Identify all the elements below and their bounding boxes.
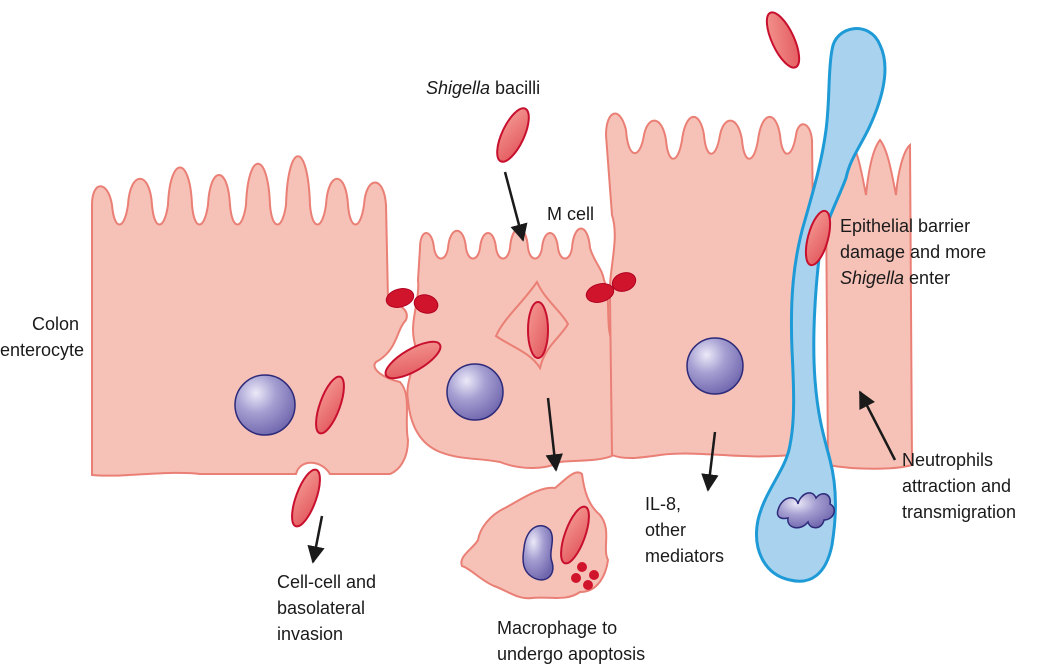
bacillus-in-vacuole bbox=[527, 301, 549, 359]
label-macrophage: Macrophage to undergo apoptosis bbox=[497, 618, 645, 664]
arrow-il8 bbox=[701, 431, 719, 492]
bacilli bbox=[291, 11, 832, 565]
bacillus-enterocyte bbox=[315, 375, 345, 435]
arrows bbox=[307, 171, 897, 564]
label-shigella-bacilli: Shigella bacilli bbox=[426, 78, 540, 98]
bacillus-basolateral-left bbox=[384, 340, 442, 380]
arrow-to-macrophage bbox=[545, 397, 563, 472]
apoptotic-bodies bbox=[571, 562, 599, 590]
junction-bacteria bbox=[385, 272, 637, 314]
colon-enterocyte-nucleus bbox=[234, 374, 296, 436]
blood-vessel bbox=[755, 27, 887, 583]
bacillus-incoming bbox=[496, 107, 530, 163]
bacillus-exiting bbox=[291, 468, 321, 528]
m-cell-nucleus bbox=[446, 363, 504, 421]
label-m-cell: M cell bbox=[547, 204, 594, 224]
macrophage-nucleus bbox=[522, 525, 554, 581]
third-enterocyte bbox=[604, 112, 816, 459]
label-epithelial-damage: Epithelial barrier damage and more Shige… bbox=[840, 216, 991, 288]
bacillus-barrier bbox=[804, 209, 832, 267]
bacillus-macrophage bbox=[560, 505, 590, 565]
label-cell-cell-invasion: Cell-cell and basolateral invasion bbox=[277, 572, 381, 644]
label-neutrophils: Neutrophils attraction and transmigratio… bbox=[902, 450, 1016, 522]
label-colon-enterocyte: Colon enterocyte bbox=[0, 314, 84, 360]
arrow-invasion bbox=[307, 515, 325, 564]
arrow-entry bbox=[503, 171, 528, 242]
bacillus-top-right bbox=[765, 11, 801, 69]
third-enterocyte-nucleus bbox=[686, 337, 744, 395]
neutrophil-nucleus bbox=[776, 492, 835, 529]
label-il8: IL-8, other mediators bbox=[645, 494, 724, 566]
arrow-neutrophils bbox=[858, 390, 897, 461]
